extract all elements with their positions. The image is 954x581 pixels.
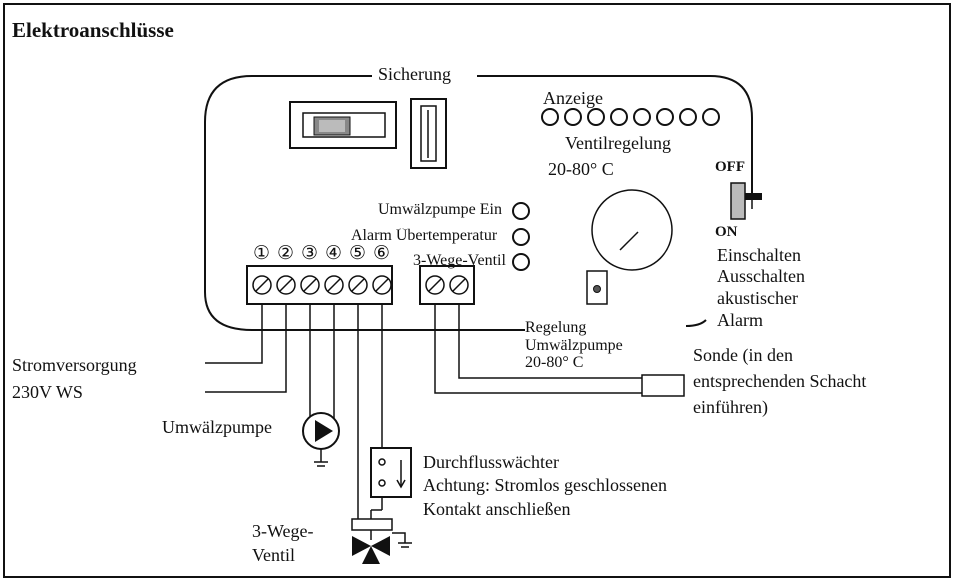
valve-control-range: 20-80° C [548,159,614,179]
indicator-overtemp-label: Alarm Übertemperatur [351,228,498,244]
led-icon [587,108,605,126]
diagram-title: Elektroanschlüsse [12,18,174,42]
valve-control-dial [591,189,673,271]
led-icon [610,108,628,126]
regulation-knob [586,270,608,305]
flow-switch-label-line-1: Durchflusswächter [423,452,559,472]
terminal-block-2 [419,265,475,305]
probe-label-line-3: einführen) [693,397,768,417]
terminal-number-1: ① [253,242,271,264]
probe-label-line-2: entsprechenden Schacht [693,371,867,391]
led-icon [564,108,582,126]
control-box-outline [204,75,525,331]
led-icon [656,108,674,126]
three-way-valve-icon [351,518,393,564]
control-box-outline-bottom-right [685,319,707,327]
regulation-label-line-1: Regelung [525,319,587,336]
valve-label-line-2: Ventil [252,545,295,565]
on-label: ON [715,224,738,240]
switch-desc-line-4: Alarm [717,310,763,330]
probe-label-line-1: Sonde (in den [693,345,793,365]
terminal-block-6 [246,265,393,305]
flow-switch-label-line-3: Kontakt anschließen [423,499,571,519]
power-supply-label-line-2: 230V WS [12,382,83,402]
led-icon [702,108,720,126]
wires [205,200,753,548]
power-supply-label-line-1: Stromversorgung [12,355,137,375]
regulation-label-line-3: 20-80° C [525,354,584,371]
probe-sensor-icon [641,374,685,397]
indicator-3way-valve-label: 3-Wege-Ventil [413,252,506,269]
off-label: OFF [715,159,745,175]
led-pump-on-icon [512,202,530,220]
terminal-number-4: ④ [325,242,343,264]
indicator-pump-on-label: Umwälzpumpe Ein [378,201,502,218]
valve-control-label: Ventilregelung [565,133,671,153]
flow-switch-icon [370,447,412,498]
valve-label-line-1: 3-Wege- [252,521,314,541]
terminal-number-3: ③ [301,242,319,264]
outer-border [3,3,951,578]
fuse-icon [410,98,447,169]
pump-icon [302,412,340,450]
switch-desc-line-2: Ausschalten [717,266,805,286]
switch-desc-line-1: Einschalten [717,245,801,265]
pump-label: Umwälzpumpe [162,417,272,437]
terminal-number-6: ⑥ [373,242,391,264]
display-label: Anzeige [543,88,603,108]
control-box-outline-right [477,75,753,196]
regulation-label-line-2: Umwälzpumpe [525,337,623,354]
fuse-label: Sicherung [375,65,454,83]
switch-desc-line-3: akustischer [717,288,798,308]
terminal-number-2: ② [277,242,295,264]
led-3way-valve-icon [512,253,530,271]
led-icon [541,108,559,126]
flow-switch-label-line-2: Achtung: Stromlos geschlossenen [423,475,667,495]
display-leds [541,108,720,126]
on-off-switch [730,182,762,220]
status-leds [512,202,530,271]
terminal-number-5: ⑤ [349,242,367,264]
led-overtemp-icon [512,228,530,246]
led-icon [633,108,651,126]
led-icon [679,108,697,126]
display-window [289,101,397,149]
